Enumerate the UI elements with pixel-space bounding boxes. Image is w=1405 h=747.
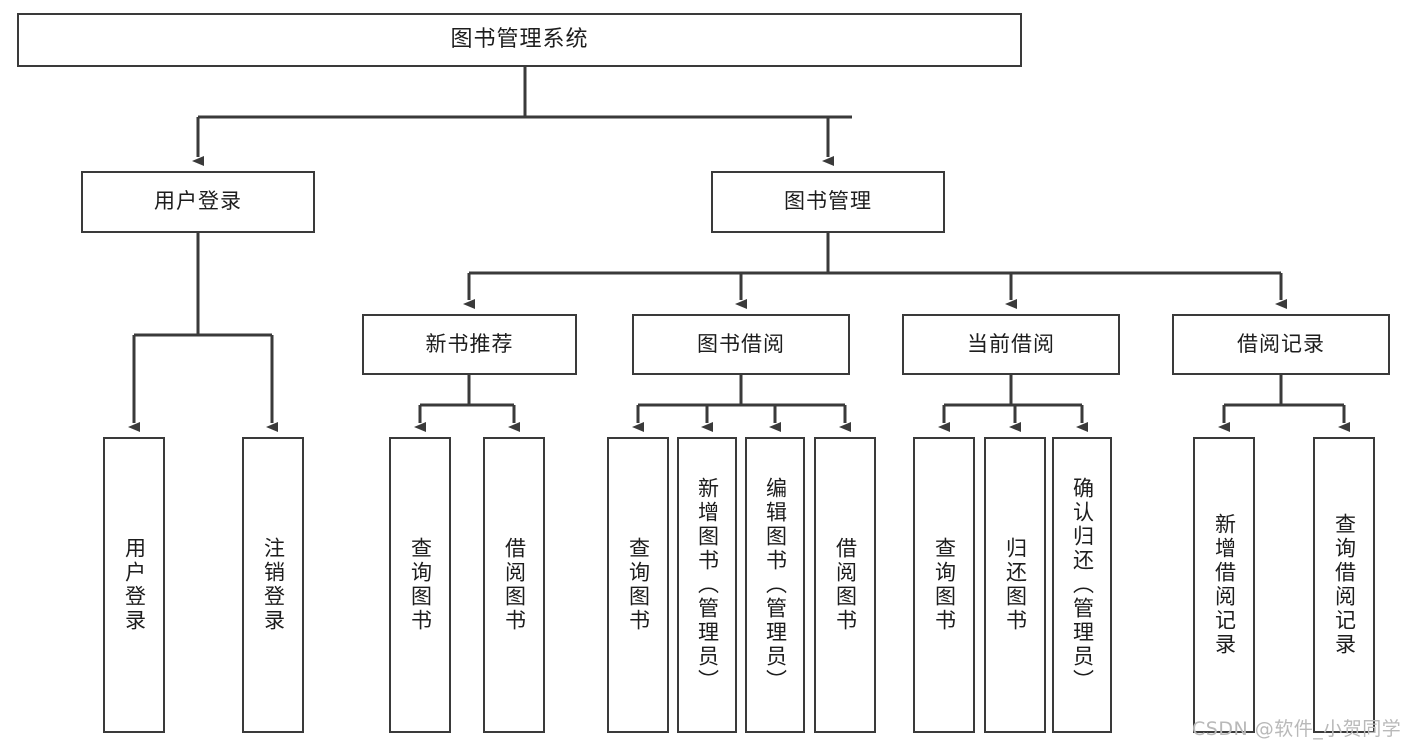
- node-leaf-return-book-label: 归还图书: [1003, 537, 1028, 633]
- node-leaf-query-book-current[interactable]: 查询图书: [913, 437, 975, 733]
- node-user-login[interactable]: 用户登录: [81, 171, 315, 233]
- node-borrow-record-label: 借阅记录: [1237, 331, 1325, 356]
- node-borrow-record[interactable]: 借阅记录: [1172, 314, 1390, 375]
- watermark: CSDN @软件_小贺同学: [1192, 718, 1402, 740]
- node-leaf-edit-book[interactable]: 编辑图书（管理员）: [745, 437, 805, 733]
- node-leaf-borrow-book-recommend[interactable]: 借阅图书: [483, 437, 545, 733]
- node-root[interactable]: 图书管理系统: [17, 13, 1022, 67]
- node-leaf-query-borrow-record-label: 查询借阅记录: [1332, 513, 1357, 657]
- node-leaf-add-book-label: 新增图书（管理员）: [695, 477, 720, 693]
- node-leaf-confirm-return-label: 确认归还（管理员）: [1070, 477, 1095, 693]
- node-book-borrow-label: 图书借阅: [697, 331, 785, 356]
- node-leaf-add-book[interactable]: 新增图书（管理员）: [677, 437, 737, 733]
- node-new-book-recommend-label: 新书推荐: [425, 331, 514, 356]
- node-leaf-query-book-recommend-label: 查询图书: [408, 537, 433, 633]
- node-leaf-add-borrow-record[interactable]: 新增借阅记录: [1193, 437, 1255, 733]
- node-leaf-borrow-book-recommend-label: 借阅图书: [502, 537, 527, 633]
- node-leaf-query-book-borrow-label: 查询图书: [626, 537, 651, 633]
- node-new-book-recommend[interactable]: 新书推荐: [362, 314, 577, 375]
- node-leaf-query-book-recommend[interactable]: 查询图书: [389, 437, 451, 733]
- node-leaf-edit-book-label: 编辑图书（管理员）: [763, 477, 788, 693]
- node-book-manage-label: 图书管理: [784, 189, 872, 214]
- node-root-label: 图书管理系统: [450, 26, 589, 52]
- node-current-borrow-label: 当前借阅: [967, 331, 1055, 356]
- node-leaf-query-borrow-record[interactable]: 查询借阅记录: [1313, 437, 1375, 733]
- node-leaf-user-logout-label: 注销登录: [261, 537, 286, 633]
- node-leaf-confirm-return[interactable]: 确认归还（管理员）: [1052, 437, 1112, 733]
- node-leaf-query-book-current-label: 查询图书: [932, 537, 957, 633]
- node-leaf-user-login-label: 用户登录: [122, 537, 147, 633]
- node-leaf-borrow-book-label: 借阅图书: [833, 537, 858, 633]
- node-leaf-query-book-borrow[interactable]: 查询图书: [607, 437, 669, 733]
- node-book-manage[interactable]: 图书管理: [711, 171, 945, 233]
- node-leaf-return-book[interactable]: 归还图书: [984, 437, 1046, 733]
- node-book-borrow[interactable]: 图书借阅: [632, 314, 850, 375]
- node-leaf-borrow-book[interactable]: 借阅图书: [814, 437, 876, 733]
- node-leaf-user-login[interactable]: 用户登录: [103, 437, 165, 733]
- node-user-login-label: 用户登录: [154, 189, 242, 214]
- node-leaf-user-logout[interactable]: 注销登录: [242, 437, 304, 733]
- node-current-borrow[interactable]: 当前借阅: [902, 314, 1120, 375]
- node-leaf-add-borrow-record-label: 新增借阅记录: [1212, 513, 1237, 657]
